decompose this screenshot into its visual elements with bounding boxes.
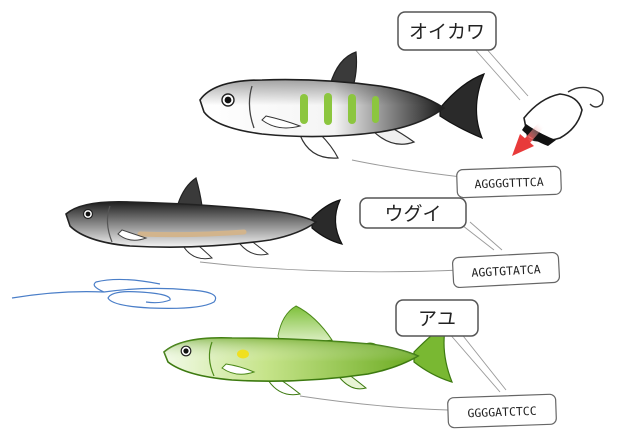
sequence-tag-ayu: GGGGATCTCC [448,394,557,428]
sequence-tag-oikawa: AGGGGTTTCA [457,166,562,198]
sequence-tag-ugui: AGGTGTATCA [452,252,559,288]
callout-ugui-label: ウグイ [384,203,441,225]
fish-oikawa [200,52,484,158]
callout-ayu: アユ [396,300,478,336]
fish-ugui [66,178,342,259]
callout-oikawa: オイカワ [398,12,496,50]
sequence-ayu-text: GGGGATCTCC [467,404,537,420]
sequence-oikawa-text: AGGGGTTTCA [474,175,544,191]
callout-oikawa-label: オイカワ [409,21,485,43]
ugui-stripe [140,232,244,235]
callout-ayu-label: アユ [418,308,456,330]
callout-ugui: ウグイ [360,198,466,228]
water-swirl-icon [12,279,216,308]
ayu-yellow-spot [237,350,249,359]
